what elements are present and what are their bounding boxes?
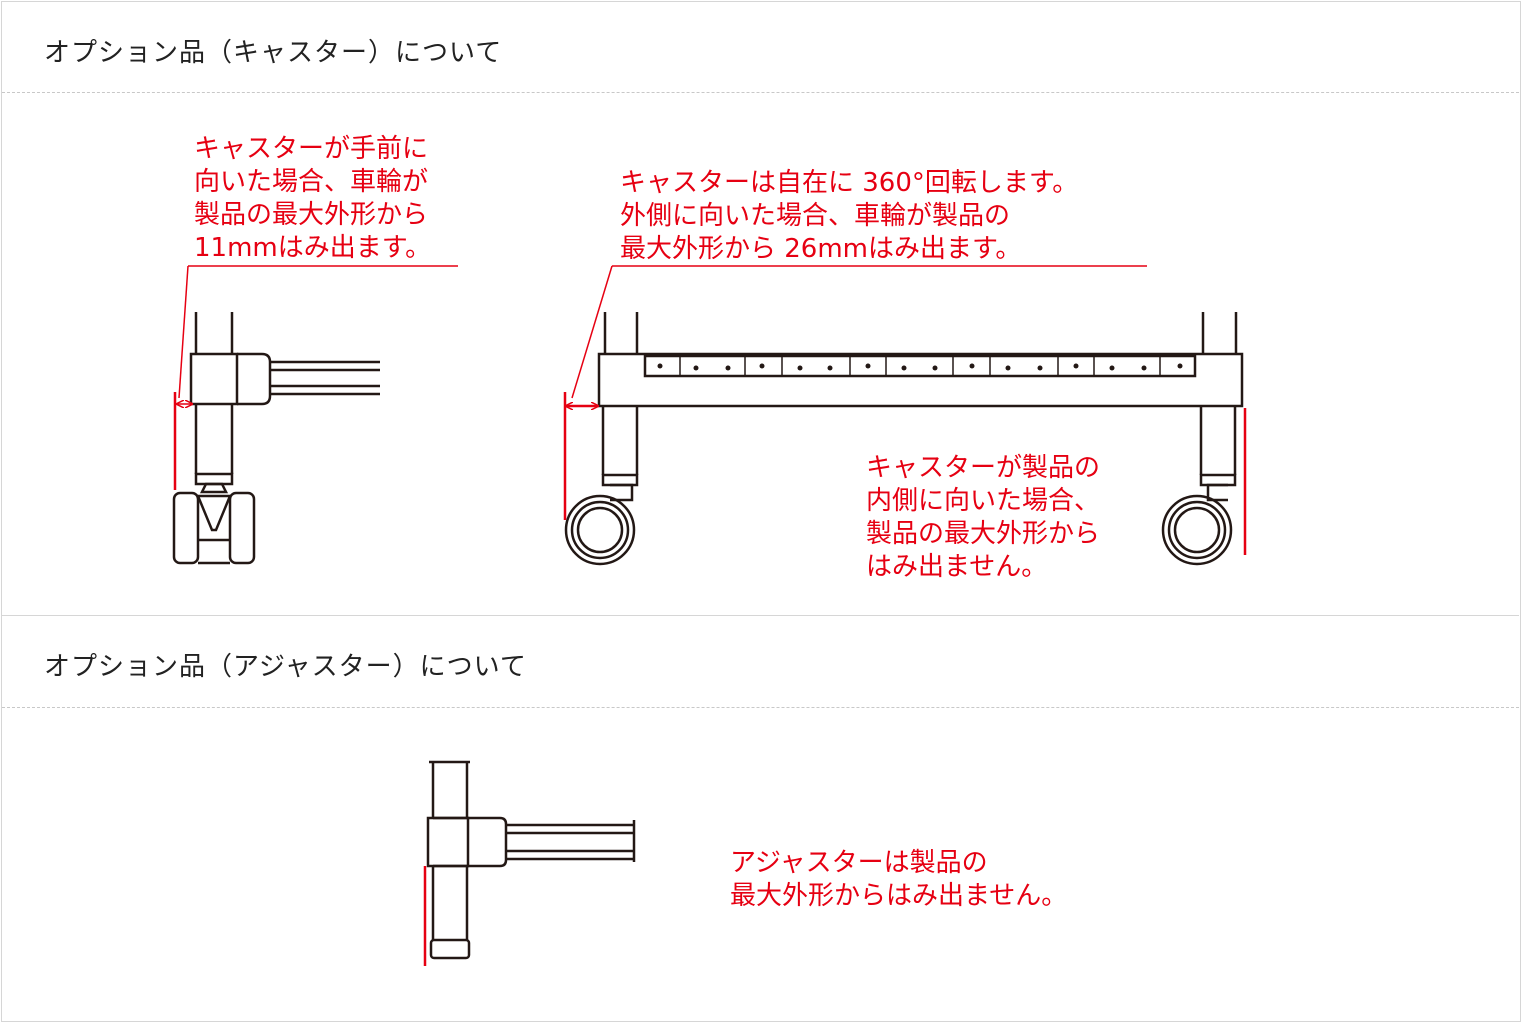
note-adjuster: アジャスターは製品の 最大外形からはみ出ません。 — [730, 847, 1067, 913]
caster-header-divider — [2, 92, 1519, 93]
adjuster-side-view — [426, 760, 636, 960]
caster-side-view — [172, 312, 380, 565]
note-line: キャスターは自在に 360°回転します。 — [620, 168, 1079, 198]
note-caster-outer: キャスターは自在に 360°回転します。 外側に向いた場合、車輪が製品の 最大外… — [620, 167, 1078, 266]
note-line: 11mmはみ出ます。 — [194, 233, 432, 263]
note-line: アジャスターは製品の — [730, 848, 988, 878]
adjuster-section-title: オプション品（アジャスター）について — [44, 652, 527, 682]
note-line: 最大外形からはみ出ません。 — [730, 881, 1068, 911]
note-line: キャスターが手前に — [194, 134, 429, 164]
caster-front-view — [564, 312, 1244, 566]
note-line: 最大外形から 26mmはみ出ます。 — [620, 234, 1022, 264]
caster-section-title: オプション品（キャスター）について — [44, 38, 503, 68]
note-line: 製品の最大外形から — [194, 200, 429, 230]
note-line: はみ出ません。 — [866, 552, 1048, 582]
note-line: 外側に向いた場合、車輪が製品の — [620, 201, 1011, 231]
note-line: キャスターが製品の — [866, 453, 1101, 483]
note-line: 製品の最大外形から — [866, 519, 1101, 549]
note-line: 内側に向いた場合、 — [866, 486, 1101, 516]
note-caster-inner: キャスターが製品の 内側に向いた場合、 製品の最大外形から はみ出ません。 — [866, 452, 1100, 584]
section-divider — [2, 615, 1519, 616]
note-line: 向いた場合、車輪が — [194, 167, 429, 197]
adjuster-header-divider — [2, 707, 1519, 708]
note-caster-front: キャスターが手前に 向いた場合、車輪が 製品の最大外形から 11mmはみ出ます。 — [194, 133, 431, 265]
annotation-lines — [173, 265, 1247, 966]
